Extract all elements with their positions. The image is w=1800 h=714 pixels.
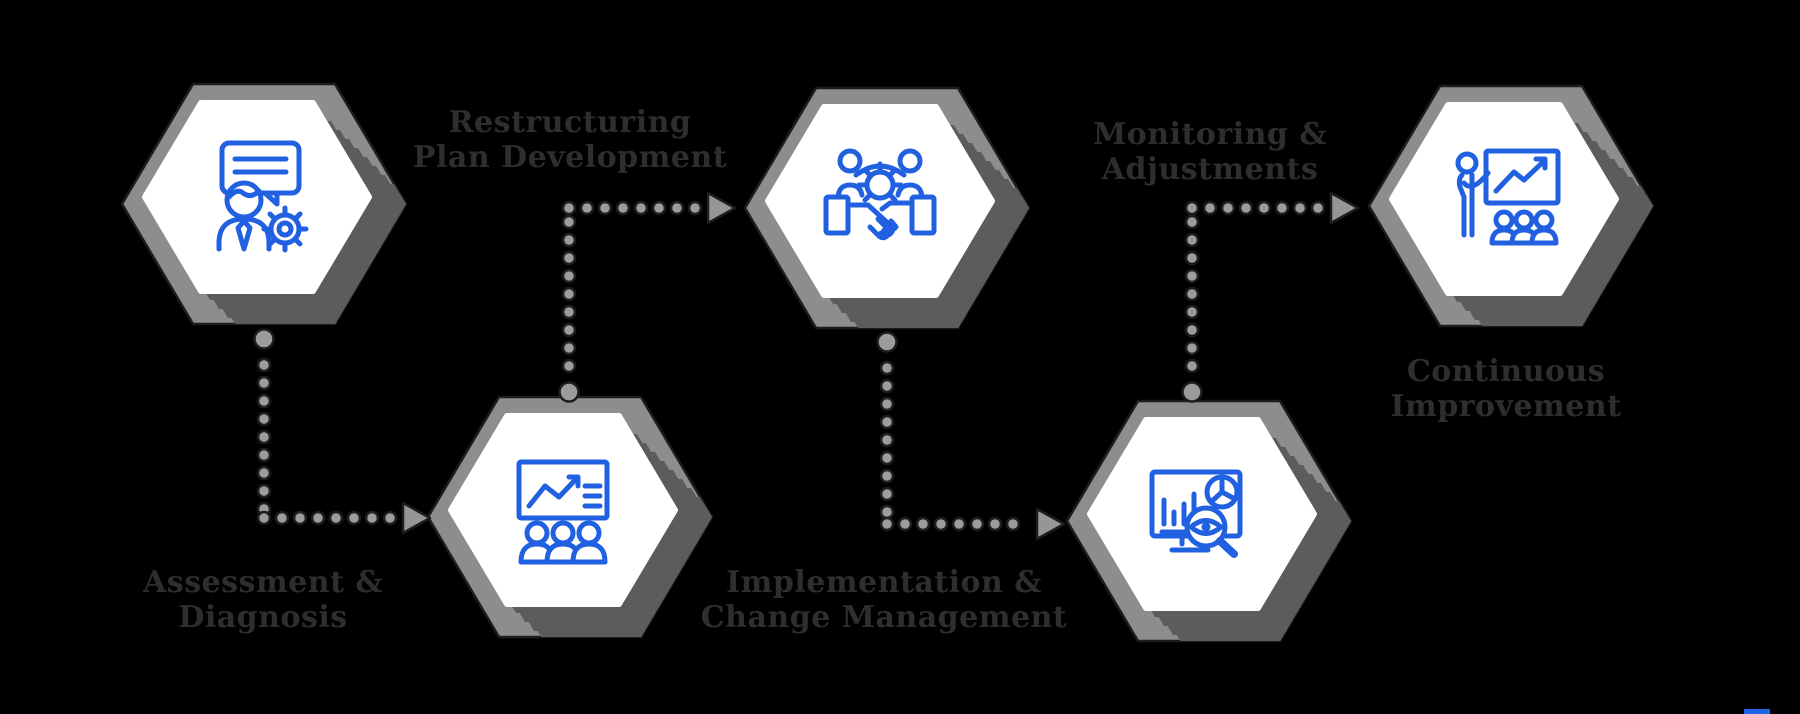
watermark-square xyxy=(1744,709,1770,714)
step-node-improvement xyxy=(1361,76,1661,336)
presentation-chart-team-icon xyxy=(516,459,610,565)
step-label-monitoring: Monitoring & Adjustments xyxy=(1093,117,1327,187)
step-node-plan xyxy=(420,387,720,647)
consultation-person-gear-icon xyxy=(216,140,309,253)
step-node-monitoring xyxy=(1059,391,1359,651)
step-label-implementation: Implementation & Change Management xyxy=(700,565,1068,635)
handshake-partnership-icon xyxy=(823,148,937,241)
step-label-improvement: Continuous Improvement xyxy=(1390,354,1622,424)
step-label-assessment: Assessment & Diagnosis xyxy=(143,565,383,635)
dashboard-magnifier-eye-icon xyxy=(1149,469,1243,558)
step-node-implementation xyxy=(737,78,1037,338)
step-node-assessment xyxy=(114,74,414,334)
step-label-plan: Restructuring Plan Development xyxy=(412,105,728,175)
trainer-growth-board-icon xyxy=(1455,148,1561,246)
